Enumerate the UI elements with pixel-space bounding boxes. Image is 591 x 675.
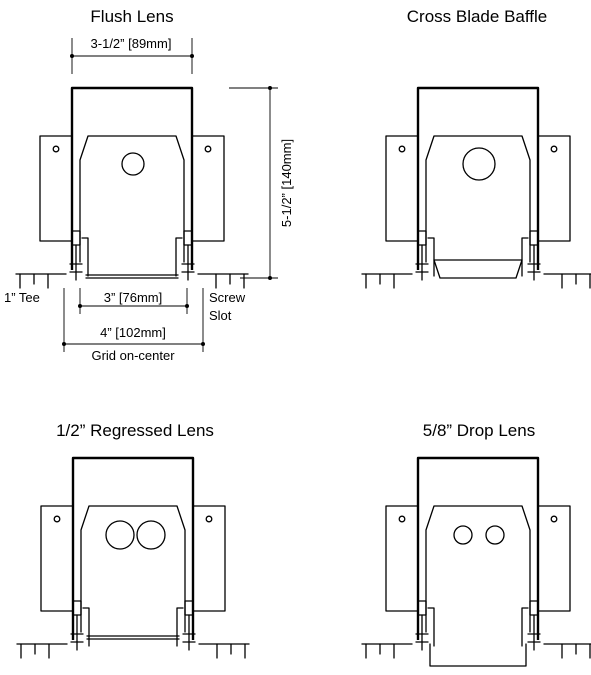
clip-arm-l (427, 607, 435, 647)
fixture-drop-lens (361, 456, 591, 667)
ceiling-tile-right (215, 273, 245, 289)
reflector-liner (79, 135, 185, 263)
ceiling-tile-right (561, 643, 591, 659)
tee-clip-r (182, 614, 196, 651)
cross-blade-baffle (433, 259, 523, 279)
flush-lens (85, 274, 179, 279)
bracket-hole-right (204, 145, 212, 153)
fixture-cross-blade-baffle (361, 86, 591, 289)
clip-arm-r (176, 607, 184, 647)
lamp-circle-right (136, 520, 166, 550)
lamp-circle (462, 147, 496, 181)
tee-clip-l (69, 244, 83, 281)
mounting-bracket-left (39, 135, 73, 242)
housing-outline (70, 86, 194, 270)
dimension-width-top: 3-1/2” [89mm] (70, 36, 194, 74)
dimension-height-label: 5-1/2” [140mm] (279, 139, 294, 227)
reflector-liner (80, 505, 186, 633)
slot-label: Slot (209, 308, 232, 323)
mounting-bracket-left (385, 135, 419, 242)
tee-label: 1” Tee (4, 290, 40, 305)
dimension-inner-label: 3” [76mm] (104, 290, 163, 305)
drop-lens (429, 643, 527, 667)
bracket-hole-left (52, 145, 60, 153)
regressed-lens (86, 635, 180, 640)
lamp-circle-left (453, 525, 473, 545)
reflector-liner (425, 135, 531, 263)
clip-arm-r (521, 607, 529, 647)
clip-arm-l (81, 237, 89, 277)
lamp-circle-left (105, 520, 135, 550)
bracket-hole-right (550, 515, 558, 523)
tee-clip-l (415, 614, 429, 651)
dimension-grid: 4” [102mm] Grid on-center (62, 288, 205, 363)
housing-outline (416, 456, 540, 640)
housing-outline (71, 456, 195, 640)
bracket-hole-left (53, 515, 61, 523)
tee-clip-l (415, 244, 429, 281)
mounting-bracket-right (191, 135, 225, 242)
clip-arm-r (175, 237, 183, 277)
tee-clip-r (181, 244, 195, 281)
ceiling-tile-left (365, 643, 395, 659)
housing-outline (416, 86, 540, 270)
fixture-regressed-lens (16, 456, 250, 659)
bracket-hole-right (205, 515, 213, 523)
dimension-inner: 3” [76mm] (78, 288, 189, 314)
clip-arm-l (427, 237, 435, 277)
fixture-flush-lens (15, 86, 249, 289)
dimension-width-top-label: 3-1/2” [89mm] (91, 36, 172, 51)
clip-arm-r (521, 237, 529, 277)
screw-label: Screw (209, 290, 246, 305)
title-flush-lens: Flush Lens (90, 7, 173, 26)
tee-clip-r (527, 244, 541, 281)
tee-clip-l (70, 614, 84, 651)
dimension-height: 5-1/2” [140mm] (229, 86, 294, 280)
clip-arm-l (82, 607, 90, 647)
title-regressed-lens: 1/2” Regressed Lens (56, 421, 214, 440)
bracket-hole-left (398, 145, 406, 153)
ceiling-tile-right (216, 643, 246, 659)
ceiling-tile-left (20, 643, 50, 659)
ceiling-tile-left (365, 273, 395, 289)
mounting-bracket-left (385, 505, 419, 612)
title-drop-lens: 5/8” Drop Lens (423, 421, 535, 440)
grid-on-center-label: Grid on-center (91, 348, 175, 363)
lamp-circle (121, 152, 145, 176)
mounting-bracket-right (192, 505, 226, 612)
ceiling-tile-left (19, 273, 49, 289)
mounting-bracket-right (537, 135, 571, 242)
reflector-liner (425, 505, 531, 633)
dimension-grid-label: 4” [102mm] (100, 325, 166, 340)
ceiling-tile-right (561, 273, 591, 289)
tee-clip-r (527, 614, 541, 651)
title-cross-blade-baffle: Cross Blade Baffle (407, 7, 547, 26)
lamp-circle-right (485, 525, 505, 545)
mounting-bracket-right (537, 505, 571, 612)
bracket-hole-left (398, 515, 406, 523)
bracket-hole-right (550, 145, 558, 153)
mounting-bracket-left (40, 505, 74, 612)
